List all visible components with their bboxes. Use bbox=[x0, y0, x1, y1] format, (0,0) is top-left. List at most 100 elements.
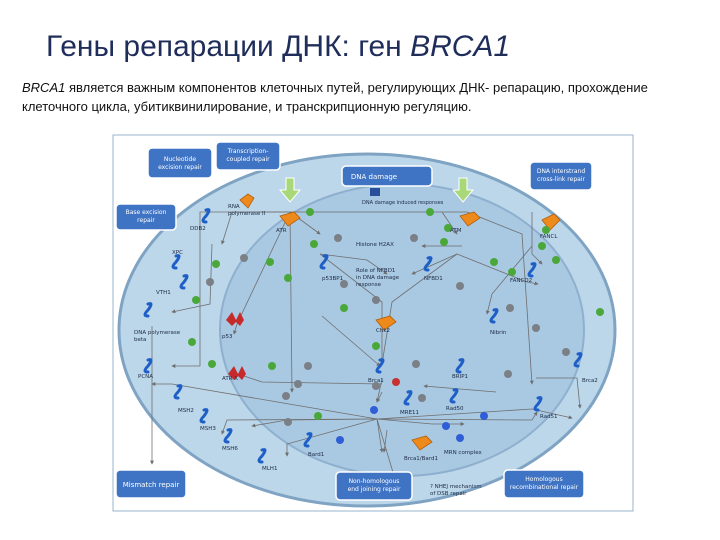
label-mrn: MRN complex bbox=[444, 450, 482, 456]
node bbox=[410, 234, 418, 242]
node bbox=[192, 296, 200, 304]
label-atr: ATR bbox=[276, 228, 287, 234]
gene-p53bp1 bbox=[319, 254, 329, 270]
node bbox=[562, 348, 570, 356]
node bbox=[490, 258, 498, 266]
input-arrows bbox=[278, 177, 475, 203]
gene-fancd2 bbox=[527, 262, 537, 278]
gene-nibrin bbox=[489, 308, 499, 324]
gene-rad50 bbox=[449, 388, 459, 404]
title-prefix: Гены репарации ДНК: ген bbox=[46, 30, 411, 63]
input-arrow-right bbox=[451, 177, 475, 203]
damage-responses-label: DNA damage induced responses bbox=[362, 200, 444, 206]
node bbox=[240, 254, 248, 262]
node bbox=[552, 256, 560, 264]
node bbox=[532, 324, 540, 332]
label-mlh1: MLH1 bbox=[262, 466, 277, 472]
node bbox=[188, 338, 196, 346]
label-nibrin: Nibrin bbox=[490, 330, 507, 336]
gene-mre11 bbox=[403, 390, 413, 406]
label-rad50: Rad50 bbox=[446, 406, 464, 412]
node bbox=[392, 378, 400, 386]
node bbox=[334, 234, 342, 242]
kinase-chk2 bbox=[375, 315, 397, 331]
label-pcna: PCNA bbox=[138, 374, 153, 380]
kinase-atr bbox=[279, 211, 301, 227]
svg-text:DNA damage: DNA damage bbox=[351, 173, 397, 181]
gene-msh6 bbox=[223, 428, 233, 444]
node bbox=[542, 226, 550, 234]
label-p53: p53 bbox=[222, 334, 233, 340]
node bbox=[372, 382, 380, 390]
node bbox=[294, 380, 302, 388]
label-brip1: BRIP1 bbox=[452, 374, 468, 380]
gene-brca2 bbox=[573, 352, 583, 368]
node bbox=[268, 362, 276, 370]
node bbox=[456, 282, 464, 290]
kinase-rna-pol bbox=[239, 193, 255, 209]
gene-nfbd1 bbox=[423, 256, 433, 272]
gene-pol-beta bbox=[143, 302, 153, 318]
label-atr-x: ATR X bbox=[222, 376, 238, 382]
node bbox=[372, 342, 380, 350]
node bbox=[372, 296, 380, 304]
gene-vth1 bbox=[179, 274, 189, 290]
gene-brca1 bbox=[375, 358, 385, 374]
node bbox=[440, 238, 448, 246]
node bbox=[444, 224, 452, 232]
node bbox=[426, 208, 434, 216]
label-nfbd1: NFBD1 bbox=[424, 276, 443, 282]
node bbox=[456, 434, 464, 442]
node bbox=[418, 394, 426, 402]
label-bard1: Bard1 bbox=[308, 452, 324, 458]
gene-msh2 bbox=[173, 384, 183, 400]
pathway-connections bbox=[150, 211, 582, 480]
label-msh3: MSH3 bbox=[200, 426, 216, 432]
node bbox=[314, 412, 322, 420]
label-xpc: XPC bbox=[172, 250, 183, 256]
node bbox=[412, 360, 420, 368]
label-brca1: Brca1 bbox=[368, 378, 384, 384]
svg-text:Mismatch repair: Mismatch repair bbox=[123, 481, 180, 489]
label-p53bp1: p53BP1 bbox=[322, 276, 343, 282]
label-vth1: VTH1 bbox=[156, 290, 171, 296]
gene-mlh1 bbox=[257, 448, 267, 464]
gene-glyphs bbox=[143, 208, 583, 464]
title-gene: BRCA1 bbox=[410, 30, 511, 63]
slide-title: Гены репарации ДНК: ген BRCA1 bbox=[46, 30, 510, 64]
node bbox=[370, 406, 378, 414]
process-box-mismatch: Mismatch repair bbox=[115, 469, 187, 499]
gene-msh3 bbox=[199, 408, 209, 424]
label-e3: Brca1/Bard1 bbox=[404, 456, 438, 462]
node bbox=[266, 258, 274, 266]
label-msh2: MSH2 bbox=[178, 408, 194, 414]
gene-brip1 bbox=[455, 358, 465, 374]
node bbox=[340, 280, 348, 288]
node bbox=[284, 418, 292, 426]
subtitle-gene: BRCA1 bbox=[22, 80, 66, 95]
label-h2a: Histone H2AX bbox=[356, 242, 394, 248]
kinase-atm bbox=[459, 211, 481, 227]
slide-subtitle: BRCA1 является важным компонентов клеточ… bbox=[22, 78, 702, 116]
label-mre11: MRE11 bbox=[400, 410, 419, 416]
label-fancd2: FANCD2 bbox=[510, 278, 532, 284]
label-atm: ATM bbox=[450, 228, 462, 234]
node bbox=[208, 360, 216, 368]
label-chk2: Chk2 bbox=[376, 328, 390, 334]
node bbox=[212, 260, 220, 268]
small-nodes bbox=[188, 208, 604, 444]
